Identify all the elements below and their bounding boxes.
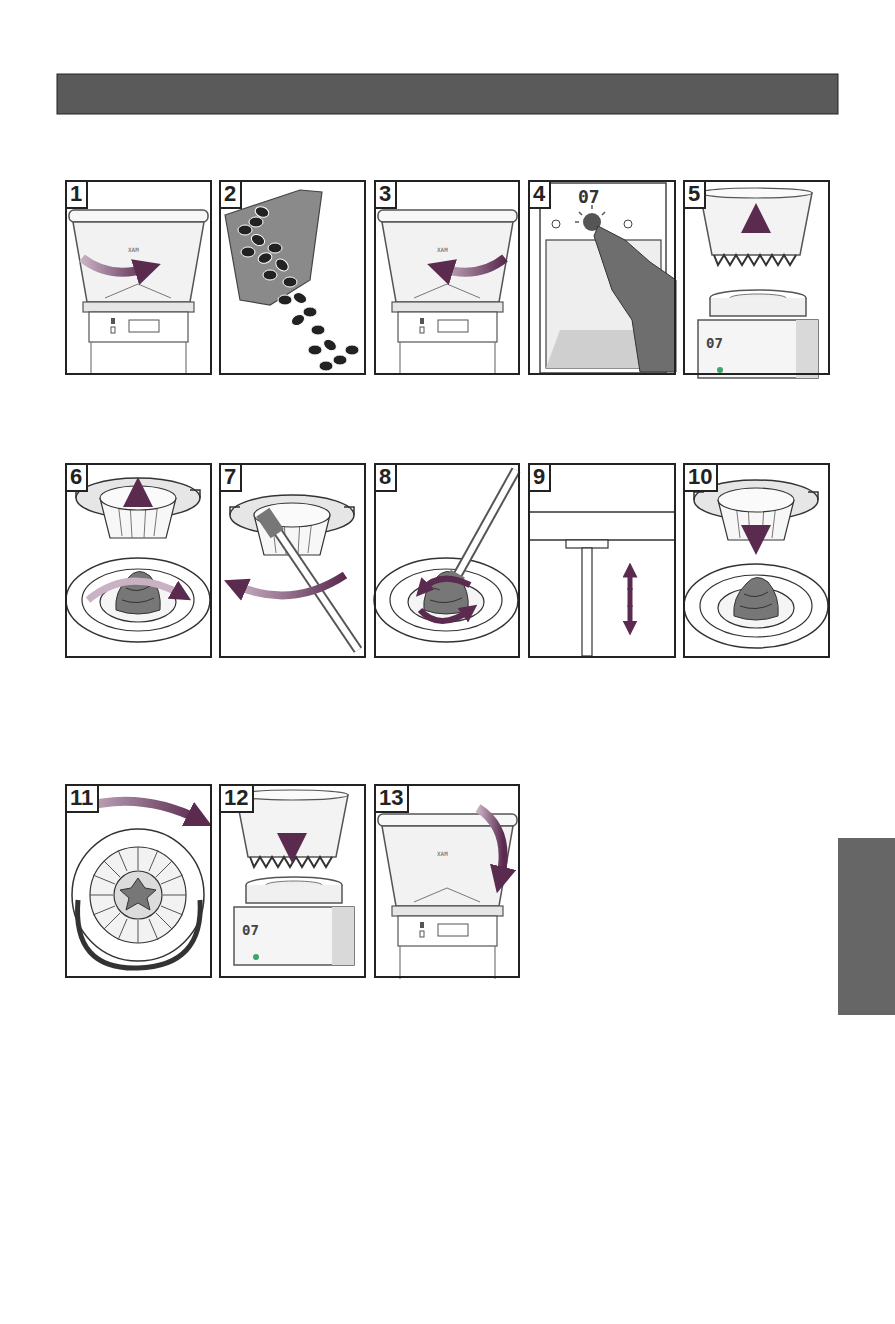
step-panel: 7 <box>219 463 366 658</box>
step-panel: 11 <box>65 784 212 978</box>
step-number: 13 <box>376 786 409 813</box>
step-panel: 13 <box>374 784 520 978</box>
display-digits: 07 <box>706 335 723 351</box>
hopper-mark: XAM <box>128 246 139 253</box>
step-panel: 10 <box>683 463 830 658</box>
step-panel: 4 <box>528 180 676 375</box>
step-number: 10 <box>685 465 718 492</box>
step-panel: 6 <box>65 463 212 658</box>
step-panel: 8 <box>374 463 520 658</box>
display-digits: 07 <box>578 186 600 207</box>
step-panel: 3 <box>374 180 520 375</box>
step-number: 8 <box>376 465 397 492</box>
step-panel: 9 <box>528 463 676 658</box>
step-number: 1 <box>67 182 88 209</box>
step-number: 11 <box>67 786 99 813</box>
step-number: 4 <box>530 182 551 209</box>
step-number: 2 <box>221 182 242 209</box>
hopper-mark: XAM <box>437 850 448 857</box>
step-number: 3 <box>376 182 397 209</box>
step-number: 5 <box>685 182 706 209</box>
step-number: 6 <box>67 465 88 492</box>
step-panel: 2 <box>219 180 366 375</box>
step-panel: 5 <box>683 180 830 375</box>
display-digits: 07 <box>242 922 259 938</box>
step-number: 7 <box>221 465 242 492</box>
step-number: 9 <box>530 465 551 492</box>
step-panel: 1 <box>65 180 212 375</box>
step-number: 12 <box>221 786 254 813</box>
step-panel: 12 <box>219 784 366 978</box>
hopper-mark: XAM <box>437 246 448 253</box>
